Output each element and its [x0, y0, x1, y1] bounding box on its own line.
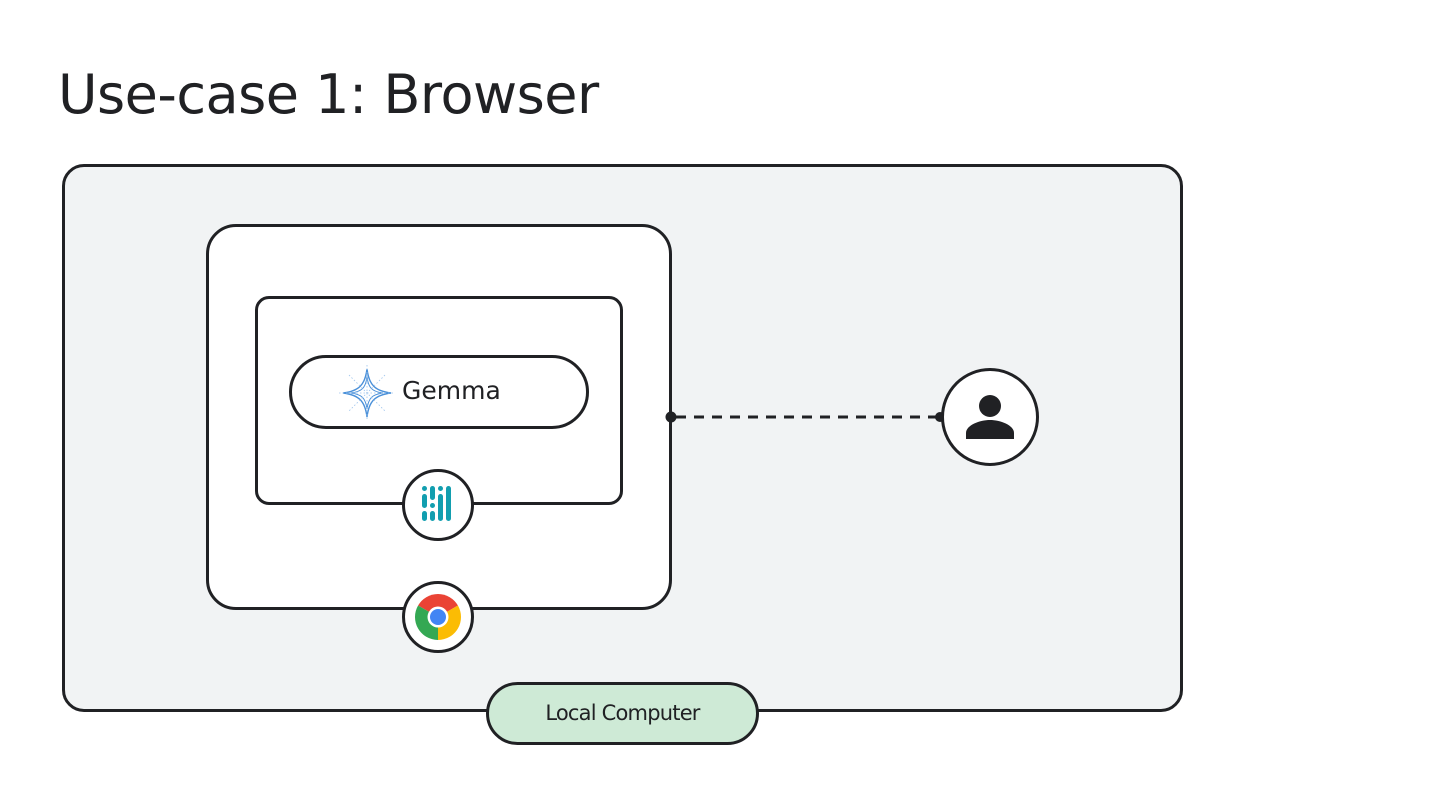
- user-badge: [941, 368, 1039, 466]
- local-computer-label: Local Computer: [486, 682, 759, 745]
- person-icon: [966, 395, 1014, 439]
- gemma-label: Gemma: [402, 376, 501, 405]
- page-title: Use-case 1: Browser: [58, 63, 599, 126]
- gemma-sparkle-icon: [339, 365, 395, 421]
- browser-user-connector: [665, 411, 945, 423]
- chrome-icon: [414, 594, 462, 640]
- mediapipe-badge: [402, 469, 474, 541]
- chrome-badge: [402, 581, 474, 653]
- gemma-model-pill: [289, 355, 589, 429]
- mediapipe-icon: [422, 486, 451, 521]
